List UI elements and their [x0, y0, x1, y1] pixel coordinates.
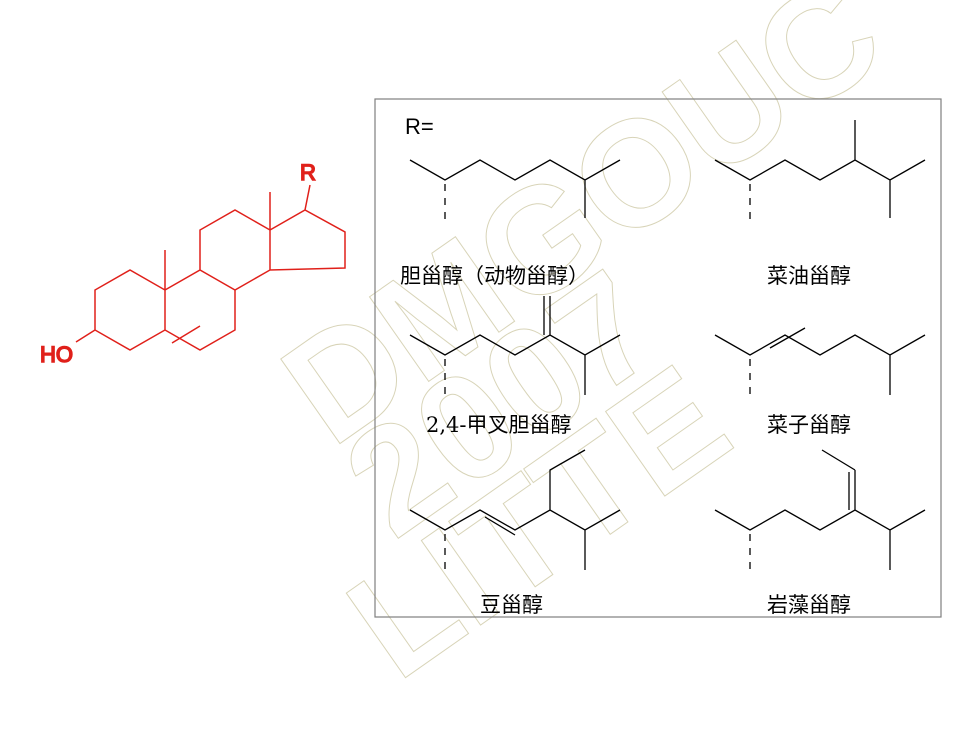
chain-label-stigmasterol: 豆甾醇 [480, 593, 543, 617]
side-chain-panel-frame [374, 98, 942, 618]
attachment-dashes [444, 184, 751, 570]
steroid-core-bonds [75, 184, 346, 351]
side-chains [409, 120, 926, 570]
chain-label-campesterol: 菜油甾醇 [767, 264, 851, 288]
steroid-core: R HO [39, 159, 346, 368]
chain-label-cholesterol: 胆甾醇（动物甾醇） [400, 264, 589, 288]
chain-label-methylenecholesterol: 2,4-甲叉胆甾醇 [426, 413, 572, 437]
cholesterol-side-chain [409, 159, 621, 218]
methylenecholesterol-side-chain [409, 296, 621, 395]
r-prefix-label: R= [405, 114, 434, 139]
chain-label-brassicasterol: 菜子甾醇 [767, 413, 851, 437]
brassicasterol-side-chain [714, 327, 926, 395]
chain-label-fucosterol: 岩藻甾醇 [767, 593, 851, 617]
stigmasterol-side-chain [409, 449, 621, 570]
side-chain-labels: 胆甾醇（动物甾醇） 菜油甾醇 2,4-甲叉胆甾醇 菜子甾醇 豆甾醇 岩藻甾醇 [400, 264, 851, 617]
campesterol-side-chain [714, 120, 926, 218]
steroid-r-label: R [300, 160, 316, 185]
steroid-ho-label: HO [40, 342, 73, 367]
fucosterol-side-chain [714, 449, 926, 570]
